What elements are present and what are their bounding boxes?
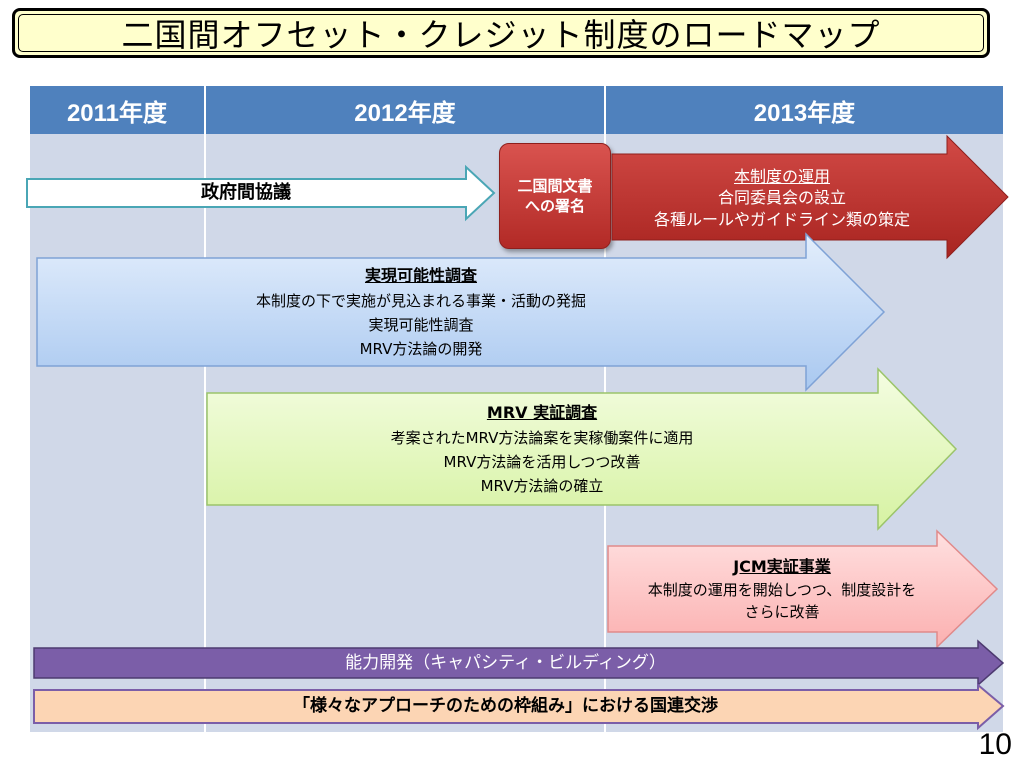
feasibility-line2: 実現可能性調査 — [368, 315, 474, 334]
page-number: 10 — [978, 728, 1012, 761]
operation-line2: 各種ルールやガイドライン類の策定 — [653, 209, 910, 229]
signature-line1: 二国間文書 — [517, 176, 593, 195]
signature-box: 二国間文書 への署名 — [499, 143, 611, 249]
operation-arrow-shape — [611, 134, 1009, 260]
un-negotiation-arrow: 「様々なアプローチのための枠組み」における国連交渉 — [33, 682, 1005, 731]
capacity-building-arrow: 能力開発（キャパシティ・ビルディング） — [33, 639, 1005, 687]
mrv-demonstration-arrow: MRV 実証調査 考案されたMRV方法論案を実稼働案件に適用 MRV方法論を活用… — [206, 367, 958, 531]
header-2013: 2013年度 — [606, 86, 1003, 134]
header-2011: 2011年度 — [30, 86, 206, 134]
government-consultation-label: 政府間協議 — [201, 181, 291, 203]
government-consultation-arrow: 政府間協議 — [26, 164, 496, 222]
jcm-arrow-shape — [607, 529, 999, 649]
mrv-line2: MRV方法論を活用しつつ改善 — [443, 452, 641, 471]
mrv-title: MRV 実証調査 — [486, 403, 598, 423]
capacity-building-label: 能力開発（キャパシティ・ビルディング） — [345, 652, 666, 673]
jcm-line2: さらに改善 — [744, 603, 820, 621]
mrv-line3: MRV方法論の確立 — [480, 476, 604, 495]
feasibility-study-arrow: 実現可能性調査 本制度の下で実施が見込まれる事業・活動の発掘 実現可能性調査 M… — [36, 232, 886, 392]
signature-line2: への署名 — [524, 197, 585, 215]
feasibility-line1: 本制度の下で実施が見込まれる事業・活動の発掘 — [255, 291, 586, 310]
mrv-arrow-shape — [206, 367, 958, 531]
header-2012: 2012年度 — [206, 86, 606, 134]
jcm-line1: 本制度の運用を開始しつつ、制度設計を — [647, 580, 917, 599]
mrv-line1: 考案されたMRV方法論案を実稼働案件に適用 — [390, 428, 694, 447]
capacity-arrow-shape — [33, 639, 1005, 687]
jcm-demonstration-arrow: JCM実証事業 本制度の運用を開始しつつ、制度設計を さらに改善 — [607, 529, 999, 649]
operation-title: 本制度の運用 — [733, 166, 830, 186]
feasibility-title: 実現可能性調査 — [364, 266, 477, 286]
operation-arrow: 本制度の運用 合同委員会の設立 各種ルールやガイドライン類の策定 — [611, 134, 1010, 260]
government-arrow-shape — [26, 164, 496, 222]
page-title: 二国間オフセット・クレジット制度のロードマップ — [121, 16, 881, 54]
un-arrow-shape — [33, 682, 1005, 731]
feasibility-line3: MRV方法論の開発 — [359, 339, 483, 358]
year-header-row: 2011年度 2012年度 2013年度 — [30, 86, 1003, 134]
jcm-title: JCM実証事業 — [733, 556, 831, 576]
feasibility-arrow-shape — [36, 232, 886, 392]
un-negotiation-label: 「様々なアプローチのための枠組み」における国連交渉 — [293, 696, 718, 717]
column-2011 — [30, 134, 206, 732]
operation-line1: 合同委員会の設立 — [717, 188, 846, 208]
title-banner: 二国間オフセット・クレジット制度のロードマップ — [12, 8, 990, 58]
